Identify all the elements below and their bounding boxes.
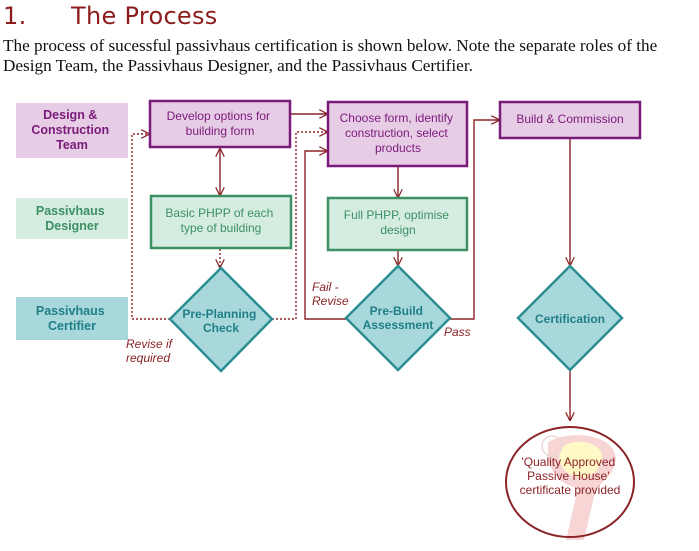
role-label-line: Construction — [31, 123, 109, 137]
step-full-phpp: Full PHPP, optimise design — [326, 196, 469, 252]
role-passivhaus-designer: Passivhaus Designer — [16, 198, 128, 239]
step-text-line: Basic PHPP of each — [165, 206, 273, 220]
annotation-fail-revise: Fail - Revise — [312, 280, 349, 308]
role-label-line: Design & — [43, 108, 97, 122]
svg-text:Pre-Build Assessment: Pre-Build Assessment — [363, 304, 434, 332]
role-label-line: Designer — [45, 219, 99, 233]
svg-text:Basic PHPP of each type: Basic PHPP of each type of building — [165, 206, 276, 235]
decision-text-line: Pre-Planning — [182, 307, 256, 321]
decision-pre-build-assessment: Pre-Build Assessment — [344, 264, 452, 372]
role-label-line: Passivhaus — [36, 204, 105, 218]
svg-text:'Quality Approved Passiv: 'Quality Approved Passive House' certifi… — [520, 455, 621, 497]
section-title: The Process — [71, 2, 218, 30]
step-choose-form: Choose form, identify construction, sele… — [326, 100, 469, 168]
role-label-line: Passivhaus — [36, 304, 105, 318]
outcome-certificate-provided: 'Quality Approved Passive House' certifi… — [505, 426, 635, 538]
decision-certification: Certification — [516, 264, 624, 372]
decision-text-line: Pre-Build — [370, 304, 423, 318]
intro-line-1: The process of sucessful passivhaus cert… — [3, 36, 658, 55]
svg-text:Full PHPP, optimise desi: Full PHPP, optimise design — [344, 208, 453, 237]
intro-paragraph: The process of sucessful passivhaus cert… — [3, 36, 699, 76]
role-passivhaus-certifier: Passivhaus Certifier — [16, 297, 128, 340]
passivhaus-logo-watermark — [541, 435, 616, 540]
svg-text:Pre-Planning Check: Pre-Planning Check — [182, 307, 259, 335]
decision-text-line: Assessment — [363, 318, 434, 332]
svg-text:Certification: Certification — [535, 312, 605, 326]
svg-text:Design & Construction: Design & Construction Team — [31, 108, 112, 152]
step-text-line: products — [375, 141, 421, 155]
outcome-text-line: Passive House' — [527, 469, 609, 483]
step-text-line: design — [380, 223, 415, 237]
svg-text:Develop options for buil: Develop options for building form — [167, 109, 274, 138]
svg-text:Passivhaus Certifier: Passivhaus Certifier — [36, 304, 108, 333]
outcome-text-line: certificate provided — [520, 483, 621, 497]
role-label-line: Certifier — [48, 319, 96, 333]
decision-text-line: Certification — [535, 312, 605, 326]
decision-text-line: Check — [203, 321, 239, 335]
svg-text:Choose form, identify co: Choose form, identify construction, sele… — [340, 111, 457, 155]
annotation-pass: Pass — [444, 325, 471, 339]
step-text-line: building form — [186, 124, 255, 138]
step-text-line: Full PHPP, optimise — [344, 208, 449, 222]
annotation-revise-if-required: Revise if required — [126, 337, 175, 365]
step-text-line: construction, select — [345, 126, 448, 140]
section-heading: 1. The Process — [3, 2, 218, 30]
arrow-fail-revise-to-choose — [304, 151, 346, 320]
arrow-pre-planning-to-choose — [272, 132, 327, 320]
section-number: 1. — [3, 2, 27, 30]
step-build-commission: Build & Commission — [498, 100, 642, 140]
step-text-line: Build & Commission — [516, 112, 623, 126]
step-develop-options: Develop options for building form — [148, 99, 292, 149]
svg-text:Passivhaus Designer: Passivhaus Designer — [36, 204, 108, 233]
decision-pre-planning-check: Pre-Planning Check — [168, 266, 274, 373]
arrow-pass-to-build — [450, 120, 499, 320]
connectors — [131, 114, 570, 420]
role-design-construction-team: Design & Construction Team — [16, 103, 128, 158]
role-label-line: Team — [56, 138, 88, 152]
step-text-line: type of building — [181, 221, 262, 235]
outcome-text-line: 'Quality Approved — [521, 455, 615, 469]
step-basic-phpp: Basic PHPP of each type of building — [149, 194, 293, 250]
svg-text:Build & Commission: Build & Commission — [516, 112, 623, 126]
step-text-line: Develop options for — [167, 109, 270, 123]
step-text-line: Choose form, identify — [340, 111, 453, 125]
intro-line-2: Design Team, the Passivhaus Designer, an… — [3, 56, 473, 75]
